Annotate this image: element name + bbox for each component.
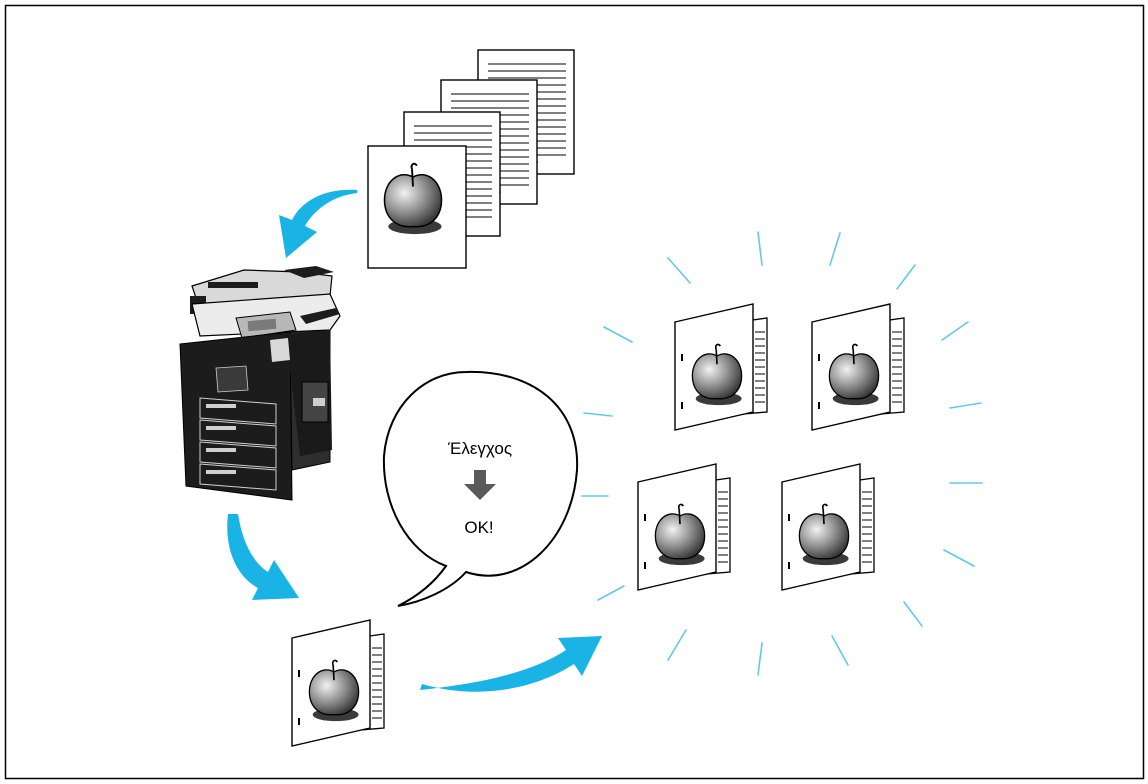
finished-copy-booklet-1 — [675, 304, 767, 430]
curved-flow-arrow-to-copies — [420, 636, 602, 692]
curved-flow-arrow-to-copier — [279, 189, 357, 258]
finished-copy-booklet-4 — [782, 464, 874, 590]
diagram-frame — [4, 4, 1145, 780]
curved-flow-arrow-to-proof — [227, 514, 299, 600]
speech-bubble: Έλεγχος OK! — [382, 370, 579, 607]
original-document-stack — [367, 49, 575, 269]
sparkle-lines — [581, 231, 983, 676]
check-label: Έλεγχος — [447, 439, 512, 458]
original-first-page — [367, 145, 467, 269]
copier-machine — [179, 266, 341, 501]
ok-label: OK! — [464, 518, 493, 537]
finished-copy-booklet-3 — [638, 464, 730, 590]
proof-copy-booklet — [292, 620, 384, 746]
finished-copy-booklet-2 — [812, 304, 904, 430]
down-arrow-icon — [464, 470, 496, 500]
